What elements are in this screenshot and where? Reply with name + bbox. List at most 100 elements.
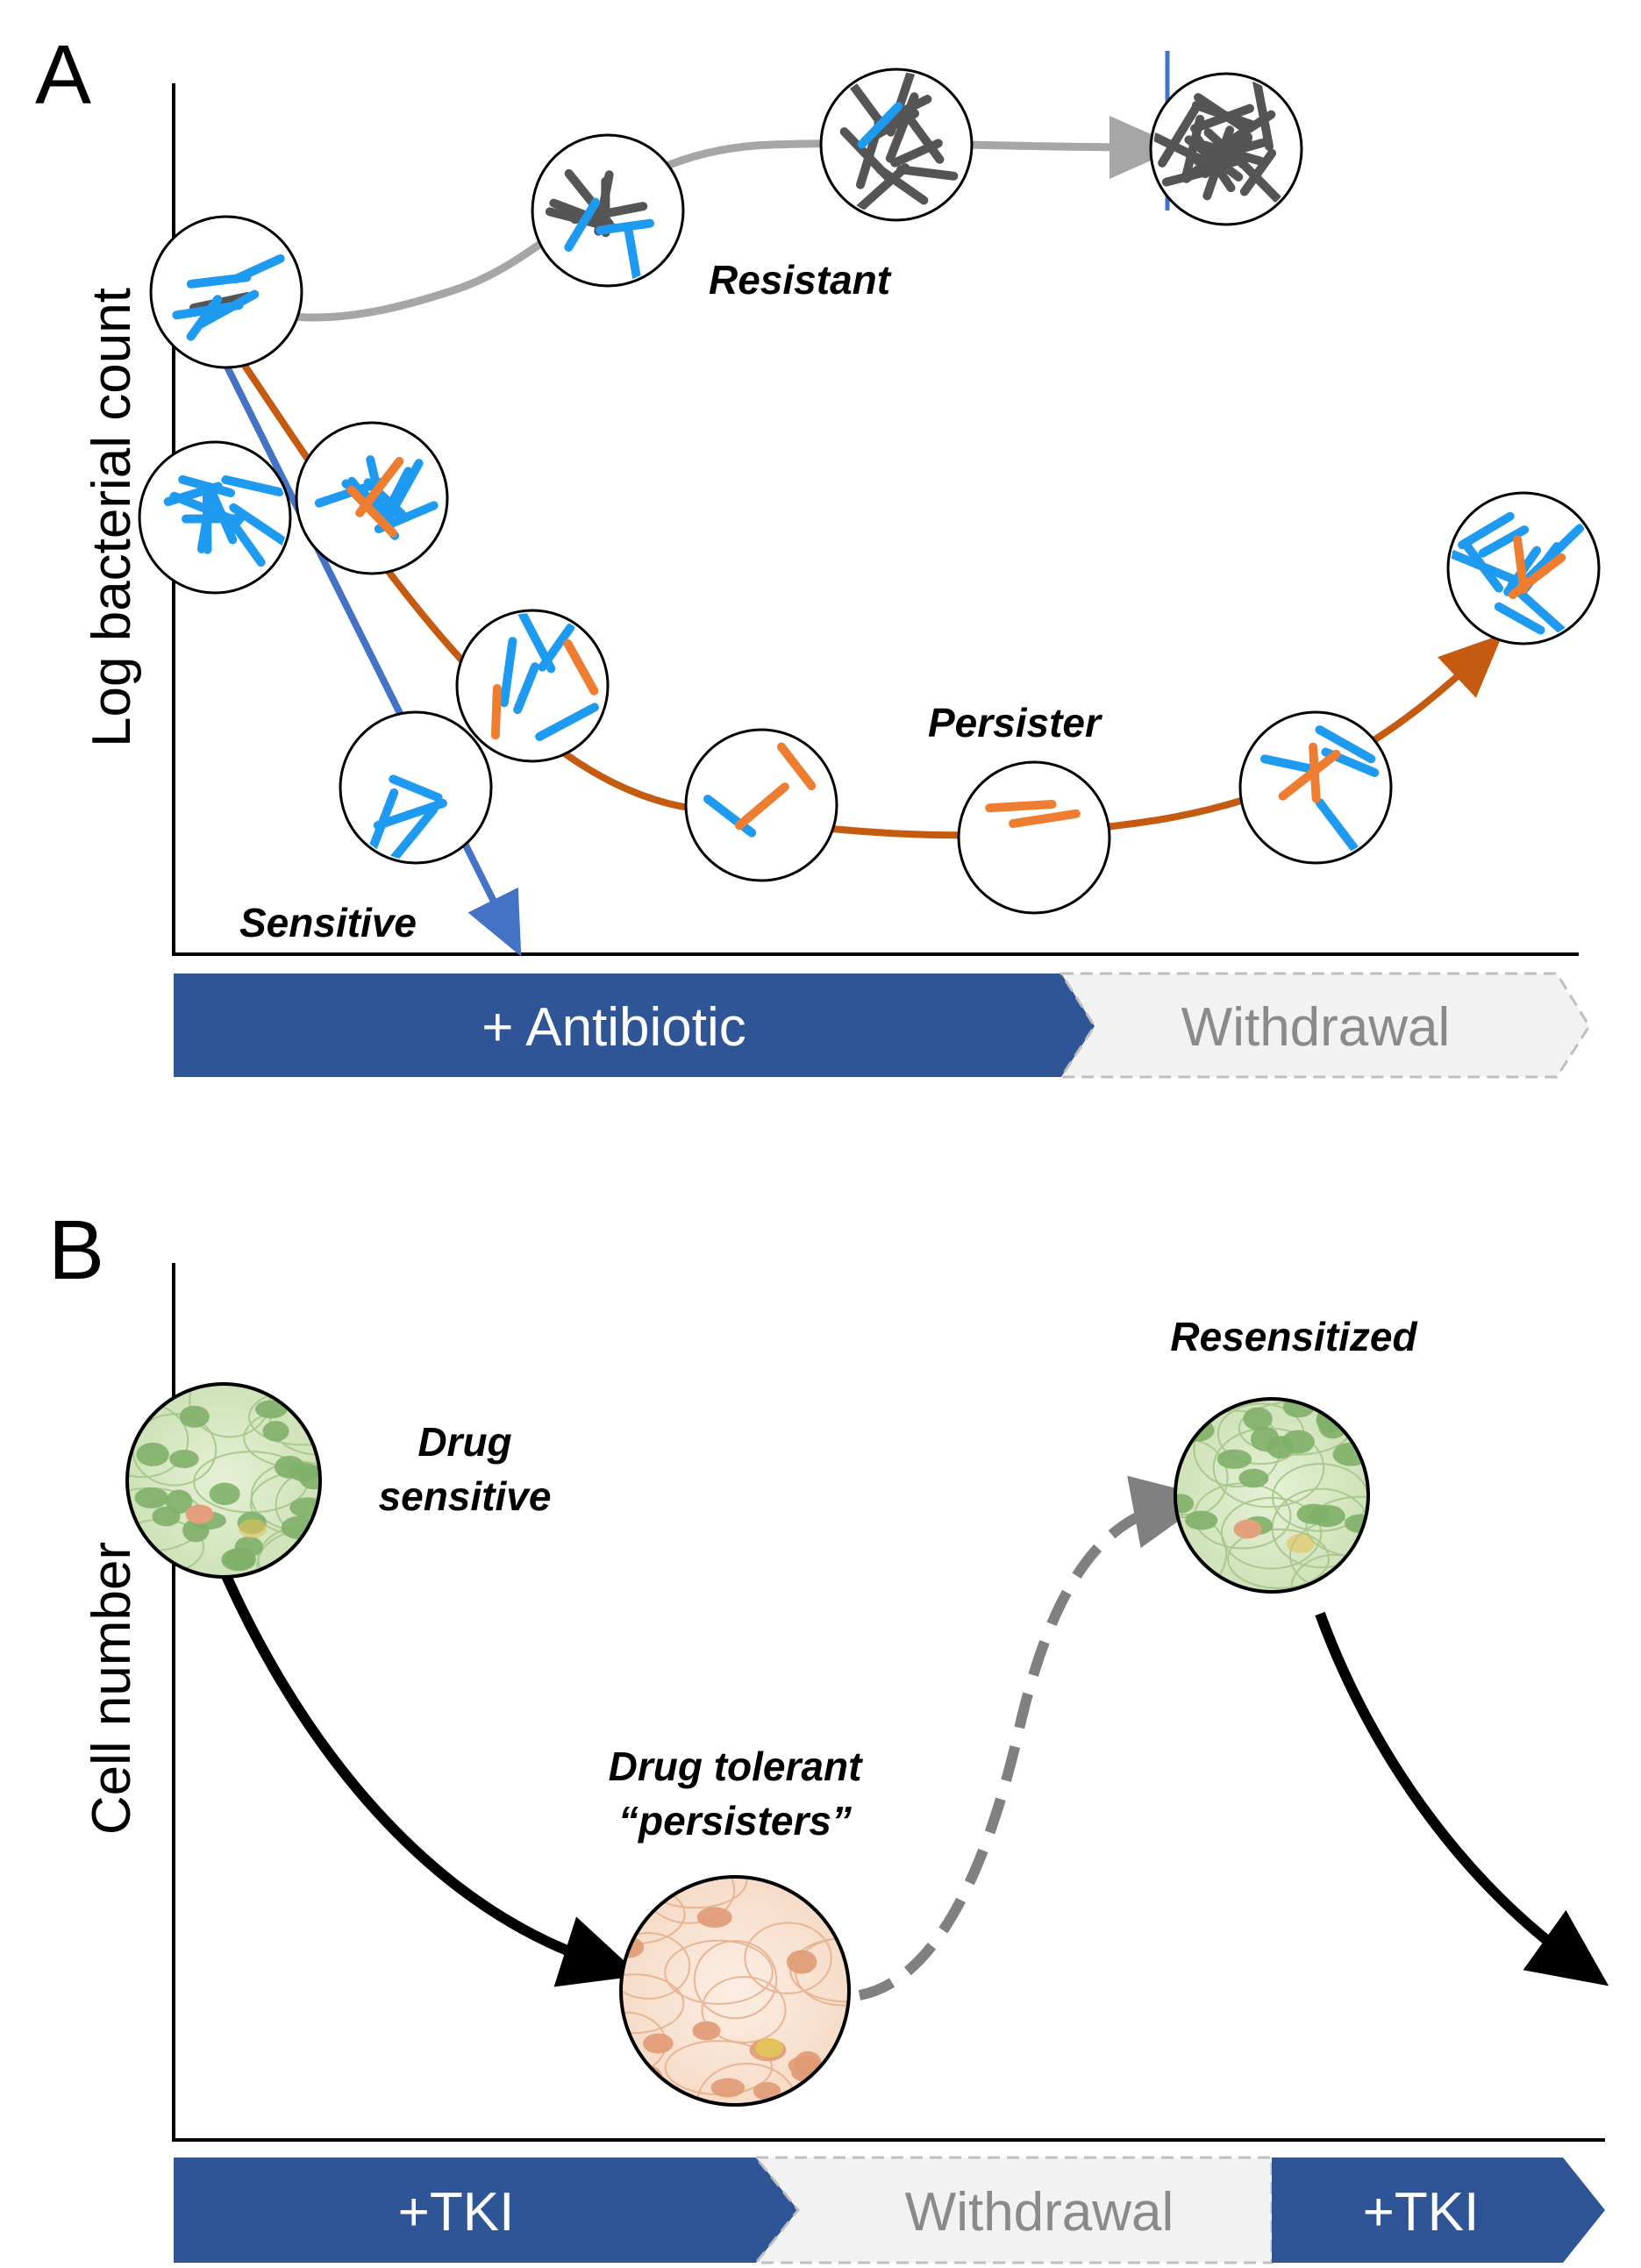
bacterium-rod	[1009, 809, 1081, 829]
tissue-persisters	[619, 1875, 851, 2107]
cell-membrane	[623, 1973, 685, 2035]
colony-layer	[138, 68, 1601, 915]
bacterium-rod	[513, 662, 539, 715]
colony-sensitive-late	[339, 710, 493, 865]
cell-nucleus	[710, 2078, 746, 2098]
bacterium-rod	[1513, 535, 1529, 594]
bacterium-rod	[563, 638, 599, 695]
panel-b-letter: B	[48, 1203, 104, 1297]
bacterium-rod	[1239, 148, 1277, 196]
cell-membrane	[269, 1387, 318, 1456]
tki-bar-1-label: +TKI	[398, 2182, 515, 2243]
bacterium-rod	[1508, 553, 1566, 600]
colony-persister-early	[455, 609, 610, 763]
cell-nucleus	[224, 1547, 256, 1571]
cell-membrane	[701, 1976, 787, 2043]
tissue-resensitized	[1174, 1397, 1370, 1594]
bacterium-rod	[389, 774, 443, 802]
panel-b-y-axis-title: Cell number	[82, 1542, 142, 1835]
cell-nucleus	[1185, 1510, 1218, 1530]
bacterium-rod	[852, 163, 910, 216]
withdrawal-bar-a-label: Withdrawal	[1181, 997, 1451, 1058]
cell-membrane	[1220, 1496, 1323, 1570]
bacterium-rod	[1214, 123, 1252, 168]
withdrawal-bar-b	[753, 2156, 1274, 2264]
bacterium-rod	[564, 197, 601, 252]
bacterium-rod	[1315, 725, 1376, 764]
bacterium-rod	[1252, 78, 1274, 151]
cell-nucleus	[169, 1449, 199, 1468]
withdrawal-recovery-arrow	[858, 1475, 1212, 2001]
bacterium-rod	[776, 742, 817, 791]
bacterium-rod	[624, 226, 642, 283]
tki-bar-1	[174, 2157, 798, 2263]
bacterium-rod	[594, 170, 614, 236]
colony-persister-min	[684, 728, 838, 882]
withdrawal-bar-b-label: Withdrawal	[905, 2182, 1174, 2243]
cell-nucleus	[134, 1487, 168, 1508]
colony-regrown	[1446, 491, 1601, 645]
resensitized-label: Resensitized	[1170, 1314, 1417, 1359]
cell-nucleus	[1287, 1534, 1315, 1553]
cell-membrane	[693, 1939, 778, 2020]
bacterium-rod	[1278, 749, 1341, 801]
colony-resistant-full	[1149, 72, 1303, 226]
tki-bar-2-label: +TKI	[1363, 2182, 1480, 2243]
bacterium-rod	[373, 798, 447, 831]
sensitive-label: Sensitive	[239, 900, 417, 945]
cell-nucleus	[1177, 1494, 1195, 1514]
withdrawal-bar-a	[1059, 972, 1591, 1079]
bacterium-rod	[221, 475, 284, 496]
cell-nucleus	[643, 2033, 674, 2054]
cell-nucleus	[298, 1465, 318, 1490]
cell-nucleus	[1177, 1573, 1199, 1590]
colony-sensitive-start	[138, 440, 292, 595]
cell-nucleus	[753, 2081, 781, 2100]
bacterium-rod	[1153, 132, 1216, 169]
cell-nucleus	[1216, 1449, 1252, 1469]
cell-nucleus	[185, 1504, 214, 1524]
bacterium-rod	[1315, 798, 1361, 855]
antibiotic-bar-label: + Antibiotic	[482, 997, 746, 1058]
bacterium-rod	[703, 795, 757, 838]
cell-nucleus	[813, 1879, 845, 1899]
bacterium-rod	[1494, 602, 1545, 635]
tissue-drug-sensitive	[125, 1382, 322, 1579]
bacterium-rod	[890, 139, 943, 168]
bacterium-rod	[849, 82, 887, 130]
cell-membrane	[623, 1932, 691, 2000]
persister-label: Persister	[928, 700, 1102, 745]
drug-sensitive-label-line1: Drug	[417, 1419, 511, 1465]
bacterium-rod	[516, 613, 556, 674]
bacterium-rod	[490, 683, 502, 740]
cell-nucleus	[239, 1519, 267, 1538]
colony-resistant-rising	[531, 133, 685, 288]
cell-nucleus	[1238, 1468, 1269, 1488]
bacterium-rod	[902, 109, 945, 164]
bacterium-rod	[387, 805, 439, 860]
persisters-label-line2: “persisters”	[618, 1798, 852, 1844]
tki-bar-2	[1272, 2157, 1605, 2263]
bacterium-rod	[857, 102, 903, 149]
cell-nucleus	[755, 2038, 783, 2058]
colony-persister-regrow	[1238, 710, 1393, 865]
bacterium-rod	[163, 481, 223, 507]
bacterium-rod	[229, 503, 288, 549]
colony-resistant-high	[819, 68, 974, 222]
cell-membrane	[664, 1939, 774, 2005]
panel-a-letter: A	[35, 28, 91, 122]
tki-decline-arrow-2	[1315, 1611, 1609, 1986]
cell-nucleus	[136, 1442, 169, 1466]
bacterium-rod	[535, 703, 599, 741]
cell-nucleus	[182, 1518, 210, 1543]
colony-persister-start	[295, 421, 449, 575]
cell-nucleus	[1309, 1504, 1345, 1528]
cell-membrane	[1177, 1513, 1228, 1590]
bacterium-rod	[346, 485, 397, 538]
bacterium-rod	[1458, 511, 1515, 550]
panel-b: B Cell number Drug sensitive Drug tolera…	[48, 1203, 1609, 2264]
cell-nucleus	[262, 1421, 289, 1442]
cell-nucleus	[1233, 1519, 1262, 1539]
cell-nucleus	[274, 1455, 305, 1479]
bacterium-rod	[225, 515, 266, 567]
